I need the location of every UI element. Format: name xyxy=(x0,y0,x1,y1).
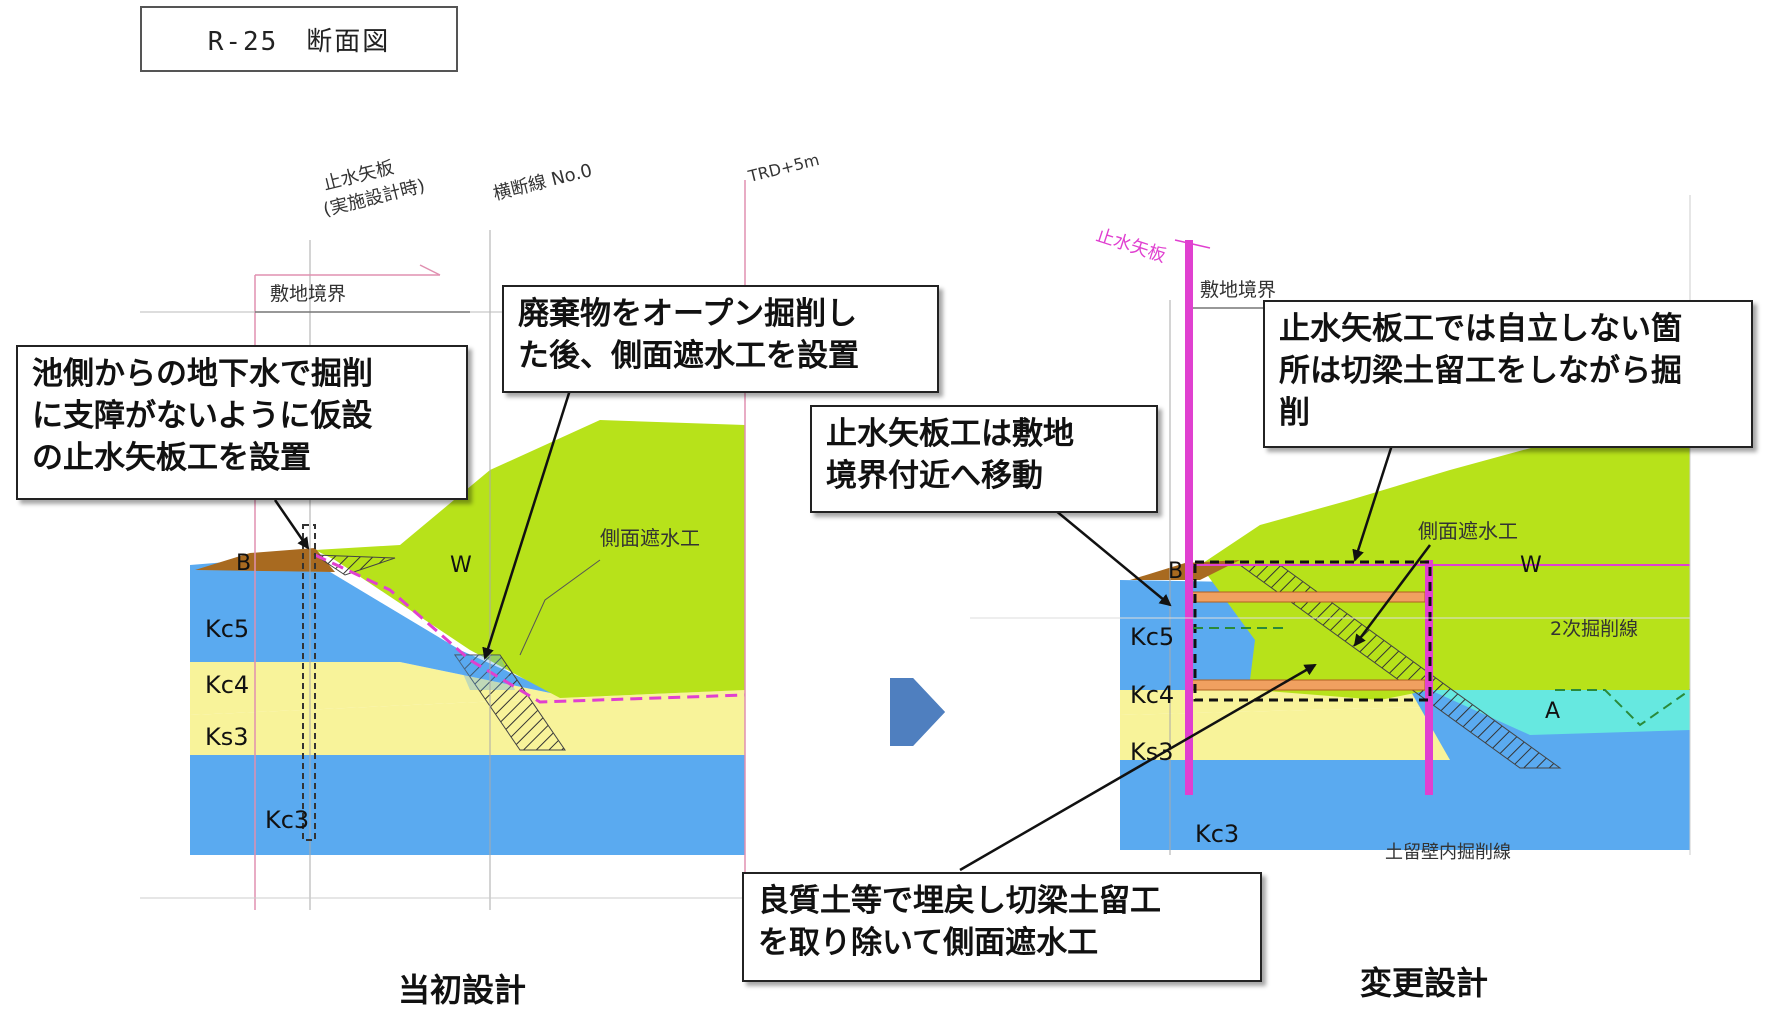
left-layer-kc5: Kc5 xyxy=(205,615,249,643)
left-kc3-layer xyxy=(190,755,745,855)
right-kc3-layer xyxy=(1120,760,1690,850)
right-secondary-line-label: 2次掘削線 xyxy=(1550,618,1638,640)
callout-backfill: 良質土等で埋戻し切梁土留工 を取り除いて側面遮水工 xyxy=(742,872,1262,982)
left-layer-w: W xyxy=(450,553,472,578)
left-side-wall-label: 側面遮水工 xyxy=(600,526,700,550)
right-layer-kc4: Kc4 xyxy=(1130,681,1174,709)
left-waste-body xyxy=(315,420,745,698)
right-partial-bottom-label: 土留壁内掘削線 xyxy=(1385,842,1511,863)
callout-move-sheet-pile: 止水矢板工は敷地 境界付近へ移動 xyxy=(810,405,1158,513)
left-boundary-label: 敷地境界 xyxy=(270,283,346,305)
left-layer-kc3: Kc3 xyxy=(265,806,309,834)
right-waste-body xyxy=(1200,420,1690,700)
right-layer-a: A xyxy=(1545,699,1560,724)
left-temporary-sheet-pile xyxy=(302,524,316,841)
left-section: 止水矢板 (実施設計時) 横断線 No.0 TRD+5m 敷地境界 B W Kc… xyxy=(140,150,821,910)
right-sheet-pile-1 xyxy=(1185,240,1193,795)
left-surface-b xyxy=(195,548,335,572)
right-strut-excavation-box xyxy=(1193,560,1432,702)
right-cyan-a-layer xyxy=(1430,688,1690,735)
left-caption: 当初設計 xyxy=(398,971,527,1009)
right-layer-b: B xyxy=(1168,559,1183,584)
left-layer-ks3: Ks3 xyxy=(205,723,249,751)
right-layer-w: W xyxy=(1520,553,1542,578)
right-strut-2 xyxy=(1189,679,1426,691)
right-caption: 変更設計 xyxy=(1360,964,1489,1002)
left-layer-b: B xyxy=(236,551,251,576)
right-sheet-pile-label: 止水矢板 xyxy=(1093,225,1168,267)
right-layer-ks3: Ks3 xyxy=(1130,738,1174,766)
right-layer-kc5: Kc5 xyxy=(1130,623,1174,651)
callout-groundwater: 池側からの地下水で掘削 に支障がないように仮設 の止水矢板工を設置 xyxy=(16,345,468,500)
left-trd-label: TRD+5m xyxy=(745,150,821,186)
left-layer-kc4: Kc4 xyxy=(205,671,249,699)
callout-open-excavation: 廃棄物をオープン掘削し た後、側面遮水工を設置 xyxy=(502,285,939,393)
figure-title: R-25 断面図 xyxy=(140,6,458,72)
right-secondary-excavation-line xyxy=(1555,689,1691,727)
right-section: 止水矢板 敷地境界 B W Kc5 Kc4 Ks3 Kc3 A 側面遮水工 2次… xyxy=(959,195,1691,872)
right-side-wall-label: 側面遮水工 xyxy=(1418,519,1518,543)
callout-strut-excavation: 止水矢板工では自立しない箇 所は切梁土留工をしながら掘 削 xyxy=(1263,300,1753,448)
left-ks3-layer xyxy=(190,690,745,755)
left-cross-line-label: 横断線 No.0 xyxy=(491,160,594,205)
right-layer-kc3: Kc3 xyxy=(1195,820,1239,848)
right-boundary-label: 敷地境界 xyxy=(1200,279,1276,301)
